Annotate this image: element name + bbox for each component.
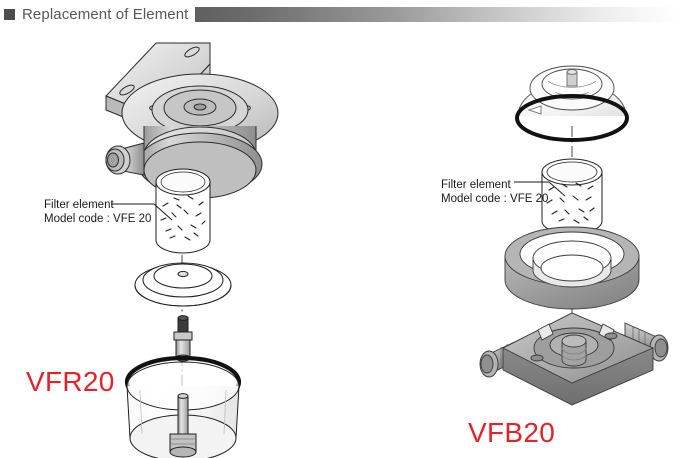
callout-line-1: Filter element [441,179,511,191]
figure-vfb20 [475,48,690,433]
drain-valve-stem [173,315,193,362]
regulator-body-with-bracket [105,42,279,199]
top-cap-with-o-ring [515,65,629,142]
square-bullet-icon [4,8,15,20]
retaining-seat-ring [504,226,640,310]
page-title: Replacement of Element [22,5,189,23]
port-fitting-left [479,339,520,378]
figure-vfr20 [60,30,320,458]
filter-element-cartridge [155,168,211,254]
callout-line-2: Model code : VFE 20 [44,213,152,225]
manifold-base-block-with-ports [479,312,669,406]
model-label-vfr20: VFR20 [26,366,115,397]
section-header: Replacement of Element [0,0,693,28]
header-gradient-bar [195,6,693,22]
callout-line-1: Filter element [44,199,114,211]
model-label-vfb20: VFB20 [468,417,556,448]
callout-vfr20: Filter element Model code : VFE 20 [44,198,151,226]
callout-line-2: Model code : VFE 20 [441,193,549,205]
transparent-bowl-with-o-ring [124,355,242,458]
callout-vfb20: Filter element Model code : VFE 20 [441,178,548,206]
filter-element-cartridge [541,158,603,235]
baffle-deflector-plate [134,262,232,307]
leader-line-vfb20 [513,176,573,204]
leader-line-vfr20 [110,196,180,228]
